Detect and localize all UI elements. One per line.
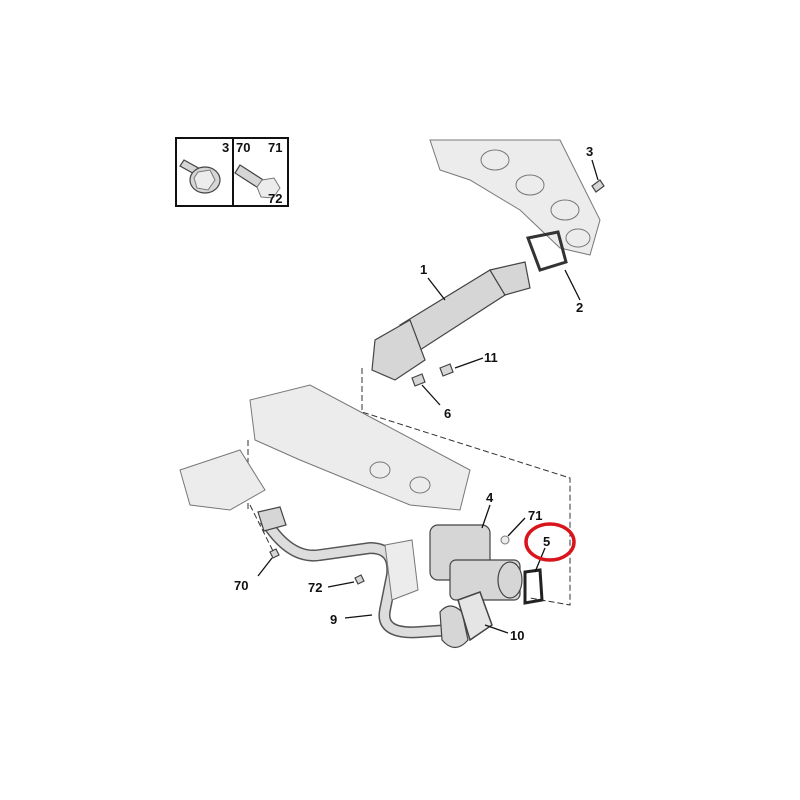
leader-lines bbox=[257, 159, 599, 634]
nut-71 bbox=[500, 535, 510, 545]
hex-bolt-icon bbox=[234, 164, 281, 199]
alignment-dashed-line bbox=[361, 368, 571, 606]
bolt-11 bbox=[439, 363, 454, 377]
callout-10: 10 bbox=[510, 628, 524, 643]
callout-72: 72 bbox=[308, 580, 322, 595]
callout-4: 4 bbox=[486, 490, 494, 505]
bolt-3 bbox=[591, 179, 605, 193]
intake-manifold-lower bbox=[179, 384, 471, 511]
bolt-72 bbox=[354, 574, 365, 585]
legend-label-71: 71 bbox=[268, 140, 282, 155]
bolt-70 bbox=[269, 548, 280, 559]
legend-label-3: 3 bbox=[222, 140, 229, 155]
legend-label-72: 72 bbox=[268, 191, 282, 206]
callout-9: 9 bbox=[330, 612, 337, 627]
highlight-circle bbox=[524, 522, 576, 562]
callout-3: 3 bbox=[586, 144, 593, 159]
pipe-flange bbox=[257, 506, 287, 532]
gasket-5 bbox=[523, 568, 544, 605]
callout-11: 11 bbox=[484, 350, 498, 365]
alignment-dashed-line bbox=[249, 504, 276, 556]
callout-1: 1 bbox=[420, 262, 427, 277]
callout-2: 2 bbox=[576, 300, 583, 315]
callout-5: 5 bbox=[543, 534, 550, 549]
callout-6: 6 bbox=[444, 406, 451, 421]
callout-70: 70 bbox=[234, 578, 248, 593]
legend-label-70: 70 bbox=[236, 140, 250, 155]
egr-valve-4 bbox=[429, 524, 523, 601]
pipe-flange-valve bbox=[439, 605, 469, 649]
callout-71: 71 bbox=[528, 508, 542, 523]
flange-bolt-icon bbox=[179, 159, 221, 194]
exhaust-manifold-upper bbox=[429, 139, 601, 256]
gasket-2 bbox=[525, 230, 568, 272]
egr-cooler-1 bbox=[371, 261, 531, 381]
bolt-6 bbox=[411, 373, 426, 387]
gasket-10 bbox=[457, 591, 493, 642]
pipe-bracket bbox=[384, 539, 419, 601]
fastener-legend: 3 70 71 72 bbox=[175, 137, 289, 207]
